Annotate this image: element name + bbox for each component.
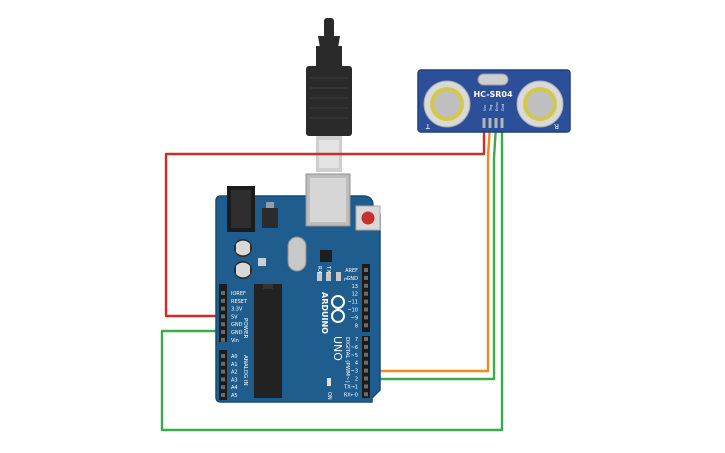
on-label: ON	[326, 392, 332, 400]
pin-label-digital-6: ~6	[351, 345, 358, 351]
pin-label-power-gnd: GND	[231, 330, 243, 336]
pin-analog-a4[interactable]	[221, 385, 225, 390]
pin-digital-9[interactable]	[364, 315, 368, 320]
sensor-pin-label-trig: Trig	[489, 105, 493, 112]
pin-digital-rx-0[interactable]	[364, 392, 368, 397]
arduino-uno-board: L TX RX ARDUINO UNO ON POWER ANALOG IN D…	[215, 173, 381, 403]
digital-header-label: DIGITAL (PWM~)	[344, 337, 350, 383]
pin-digital-2[interactable]	[364, 376, 368, 381]
sensor-pin-vcc[interactable]	[482, 118, 486, 128]
pin-power-3-3v[interactable]	[221, 306, 225, 311]
pin-label-analog-a0: A0	[231, 354, 238, 360]
sensor-t-mark: T	[425, 122, 431, 130]
sensor-pin-trig[interactable]	[488, 118, 492, 128]
usb-cable	[306, 18, 352, 172]
capacitor-1	[234, 239, 252, 257]
pin-label-power-ioref: IOREF	[231, 291, 246, 297]
sensor-pin-label-gnd: Gnd	[501, 104, 505, 111]
led-label-tx: TX	[325, 265, 331, 273]
arduino-logo	[331, 295, 345, 323]
pin-label-analog-a2: A2	[231, 370, 238, 376]
pin-label-digital-3: ~3	[351, 369, 358, 375]
brand-label: ARDUINO	[320, 292, 329, 334]
pin-label-digital-2: 2	[355, 377, 358, 383]
crystal-oscillator	[287, 236, 307, 272]
pin-digital-5[interactable]	[364, 352, 368, 357]
digital-header	[362, 264, 370, 398]
pin-label-digital-gnd: GND	[347, 276, 359, 282]
pin-label-digital-rx-0: RX←0	[344, 392, 358, 398]
power-header-label: POWER	[242, 318, 248, 339]
pin-label-power-gnd: GND	[231, 322, 243, 328]
analog-header-label: ANALOG IN	[242, 355, 248, 386]
pin-power-5v[interactable]	[221, 314, 225, 319]
pin-label-digital-9: ~9	[351, 315, 358, 321]
pin-digital-11[interactable]	[364, 299, 368, 304]
pin-label-digital-12: 12	[352, 292, 358, 298]
power-header	[219, 284, 227, 400]
model-label: UNO	[331, 336, 344, 361]
pin-digital-10[interactable]	[364, 307, 368, 312]
pin-label-digital-5: ~5	[351, 353, 358, 359]
atmega-chip	[254, 284, 282, 398]
pin-analog-a2[interactable]	[221, 369, 225, 374]
transducer-right	[516, 80, 564, 128]
pin-power-ioref[interactable]	[221, 291, 225, 295]
pin-analog-a5[interactable]	[221, 393, 225, 397]
pin-digital-4[interactable]	[364, 360, 368, 365]
reset-button[interactable]	[355, 205, 381, 231]
pin-label-digital-13: 13	[352, 284, 358, 290]
pin-label-digital-8: 8	[355, 323, 358, 329]
pin-label-digital-4: 4	[355, 361, 358, 367]
hc-sr04-sensor: HC-SR04 T R	[417, 69, 571, 133]
pin-power-reset[interactable]	[221, 298, 225, 303]
pin-power-gnd[interactable]	[221, 330, 225, 334]
led-label-rx: RX	[316, 266, 322, 274]
transducer-left	[423, 80, 471, 128]
pin-digital-12[interactable]	[364, 291, 368, 296]
pin-analog-a3[interactable]	[221, 377, 225, 382]
pin-label-digital-11: ~11	[347, 300, 358, 306]
pin-digital-8[interactable]	[364, 323, 368, 328]
pin-label-digital-aref: AREF	[345, 268, 358, 274]
pin-label-analog-a3: A3	[231, 377, 238, 383]
pin-digital-aref[interactable]	[364, 268, 368, 272]
pin-label-power-reset: RESET	[231, 299, 248, 305]
pin-analog-a0[interactable]	[221, 354, 225, 358]
wire-gnd-gnd[interactable]	[160, 126, 504, 432]
wire-trig-d3[interactable]	[373, 125, 492, 373]
sensor-r-mark: R	[554, 122, 559, 130]
pin-label-digital-10: ~10	[347, 308, 358, 314]
led-label-l: L	[342, 278, 348, 282]
pin-power-vin[interactable]	[221, 337, 225, 342]
pin-digital-13[interactable]	[364, 283, 368, 288]
sensor-pin-gnd[interactable]	[500, 118, 504, 128]
capacitor-2	[234, 261, 252, 279]
pin-power-gnd[interactable]	[221, 322, 225, 327]
pin-digital-7[interactable]	[364, 337, 368, 341]
pin-label-power-5v: 5V	[231, 314, 238, 320]
pin-digital-tx-1[interactable]	[364, 384, 368, 389]
sensor-pin-echo[interactable]	[494, 118, 498, 128]
wire-5v-vcc[interactable]	[164, 126, 486, 318]
pin-label-digital-7: 7	[355, 337, 358, 343]
wire-echo-d2[interactable]	[373, 125, 498, 381]
pin-digital-gnd[interactable]	[364, 275, 368, 280]
pin-label-analog-a5: A5	[231, 393, 238, 399]
pin-digital-3[interactable]	[364, 368, 368, 373]
pin-label-digital-tx-1: TX→1	[343, 384, 358, 390]
pin-analog-a1[interactable]	[221, 361, 225, 366]
pin-digital-6[interactable]	[364, 344, 368, 349]
sensor-pin-label-echo: Echo	[495, 102, 499, 111]
voltage-regulator	[262, 208, 278, 228]
pin-label-power-3-3v: 3.3V	[231, 307, 243, 313]
sensor-title: HC-SR04	[473, 90, 513, 99]
pin-label-analog-a1: A1	[231, 362, 238, 368]
sensor-pin-label-vcc: Vcc	[483, 105, 487, 111]
pin-label-power-vin: Vin	[231, 338, 239, 344]
pin-label-analog-a4: A4	[231, 385, 238, 391]
